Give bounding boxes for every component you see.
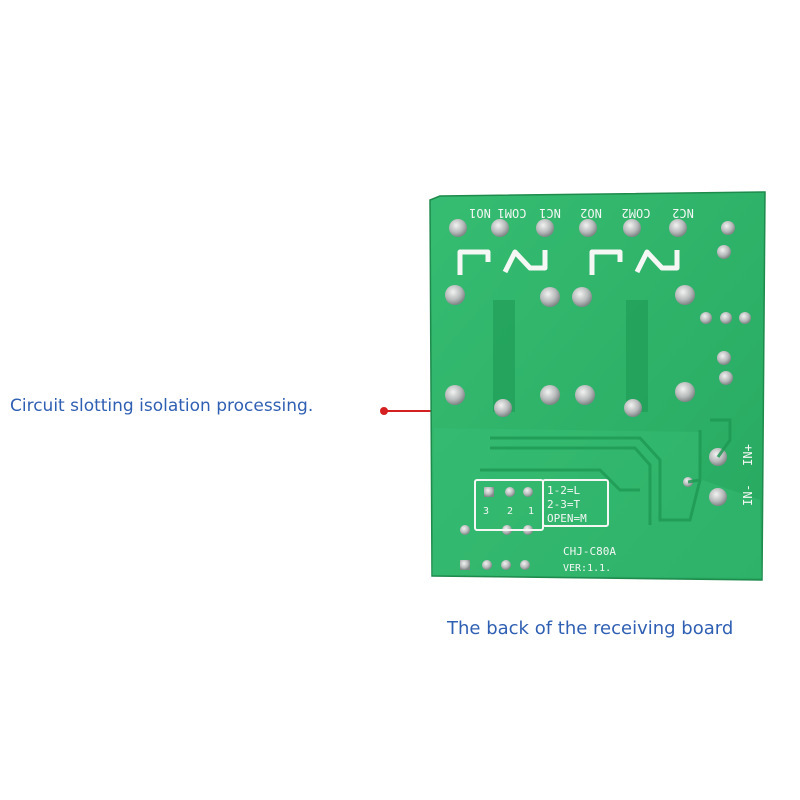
- board-model: CHJ-C80A: [563, 545, 616, 558]
- annotation-pointer-dot: [380, 407, 388, 415]
- relay-contact-symbol-1: [457, 249, 548, 275]
- label-COM2: COM2: [622, 206, 651, 220]
- jumper-pin-3: 3: [483, 506, 489, 517]
- label-NC1: NC1: [539, 206, 561, 220]
- solder-pads: [445, 219, 751, 570]
- isolation-slot: [626, 300, 648, 412]
- board-caption: The back of the receiving board: [447, 618, 734, 639]
- relay-contact-symbol-2: [589, 249, 680, 275]
- isolation-slot: [493, 300, 515, 412]
- label-COM1: COM1: [498, 206, 527, 220]
- label-NO1: NO1: [469, 206, 491, 220]
- label-NC2: NC2: [672, 206, 694, 220]
- jumper-pin-2: 2: [507, 506, 513, 517]
- legend-line-1: 1-2=L: [547, 484, 580, 497]
- label-in-minus: IN-: [741, 484, 755, 506]
- jumper-legend: 1-2=L 2-3=T OPEN=M: [542, 479, 609, 527]
- jumper-pin-1: 1: [528, 506, 534, 517]
- label-in-plus: IN+: [741, 444, 755, 466]
- slotting-annotation: Circuit slotting isolation processing.: [10, 396, 314, 416]
- legend-line-2: 2-3=T: [547, 498, 580, 511]
- pcb-traces: [480, 418, 732, 525]
- terminal-labels: NO1 COM1 NC1 NO2 COM2 NC2: [469, 206, 694, 220]
- board-version: VER:1.1.: [563, 563, 611, 574]
- legend-line-3: OPEN=M: [547, 512, 587, 525]
- label-NO2: NO2: [580, 206, 602, 220]
